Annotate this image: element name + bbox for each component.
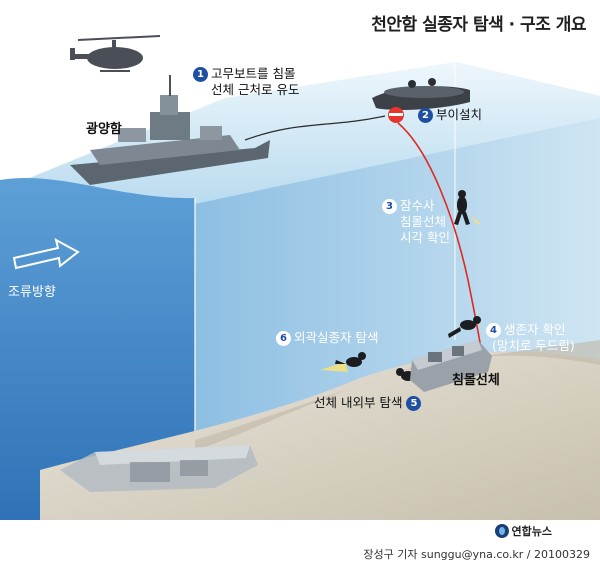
ship-label: 광양함 — [86, 122, 122, 137]
current-label: 조류방향 — [8, 285, 56, 300]
page-title: 천안함 실종자 탐색 · 구조 개요 — [371, 15, 586, 35]
sunken-hull-icon — [410, 340, 492, 392]
step-badge: 6 — [276, 331, 291, 346]
diver-icon — [448, 316, 481, 338]
step-5-label: 선체 내외부 탐색 5 — [314, 395, 424, 411]
wreck-stern-icon — [60, 445, 258, 492]
logo-icon — [494, 524, 509, 538]
ship-icon — [70, 75, 270, 185]
helicopter-icon — [70, 35, 161, 72]
current-arrow-icon — [12, 238, 80, 270]
publisher-logo: 연합뉴스 — [494, 523, 552, 539]
sea-front-wall — [0, 177, 195, 520]
tow-line — [244, 115, 386, 141]
buoy-rope — [397, 122, 483, 356]
buoy-icon — [388, 107, 404, 123]
step-badge: 2 — [418, 108, 433, 123]
credit-line: 장성구 기자 sunggu@yna.co.kr / 20100329 — [363, 548, 590, 561]
rubber-boat-icon — [372, 78, 470, 110]
step-badge: 4 — [486, 323, 501, 338]
step-badge: 5 — [406, 396, 422, 411]
step-badge: 3 — [382, 199, 397, 214]
seabed-front — [195, 340, 600, 450]
diver-icon — [454, 190, 480, 225]
diver-icon — [320, 352, 366, 372]
step-badge: 1 — [193, 67, 208, 82]
sunken-hull-label: 침몰선체 — [452, 373, 500, 388]
